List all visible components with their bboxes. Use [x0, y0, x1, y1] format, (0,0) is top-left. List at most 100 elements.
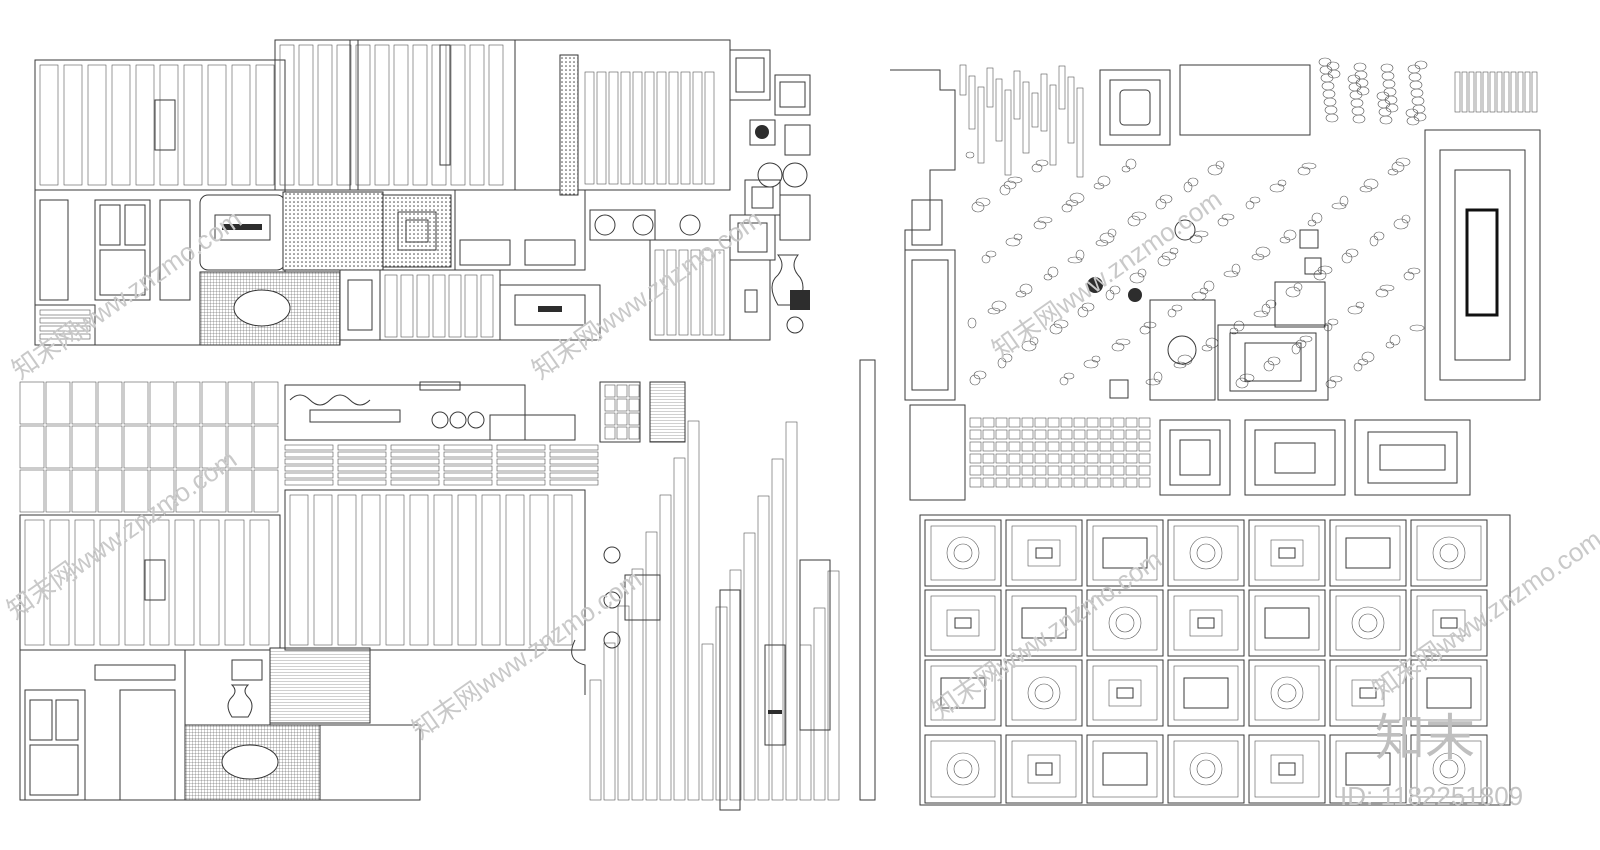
paving-pattern-tile — [1086, 519, 1164, 587]
paving-stone — [1145, 378, 1161, 386]
paving-strip — [63, 64, 83, 186]
paving-pattern-tile-border — [1173, 740, 1239, 798]
ornament-band — [496, 451, 546, 458]
paving-pattern-tile — [1005, 659, 1083, 727]
paving-stone — [1021, 340, 1037, 352]
medallion-motif — [1432, 752, 1466, 786]
paving-brick — [1112, 441, 1125, 452]
paving-strip — [279, 44, 295, 186]
paving-strip — [469, 44, 485, 186]
ornament-band — [337, 472, 387, 479]
paving-pattern-tile-border — [930, 525, 996, 581]
paving-pattern-tile-border — [1173, 595, 1239, 651]
paving-tile — [253, 469, 279, 513]
stone-bar — [1076, 87, 1084, 178]
stone-bar — [1004, 89, 1012, 176]
ornament-band — [496, 479, 546, 486]
paving-brick — [1047, 453, 1060, 464]
paving-brick — [969, 417, 982, 428]
paving-strip — [409, 494, 429, 646]
ornament-band — [443, 472, 493, 479]
paving-brick — [1073, 477, 1086, 488]
stone-bar — [1531, 71, 1538, 113]
paving-stone — [1369, 235, 1379, 247]
paving-brick — [1021, 429, 1034, 440]
paving-stone — [1401, 214, 1411, 224]
ornament-band — [284, 451, 334, 458]
paving-stone — [1317, 265, 1333, 275]
paving-tile — [97, 469, 123, 513]
paving-strip — [631, 568, 644, 801]
paving-stone — [1207, 164, 1223, 176]
paving-stone — [1361, 351, 1375, 363]
paving-stone — [1385, 103, 1399, 113]
paving-pattern-tile — [1248, 659, 1326, 727]
stone-bar — [1503, 71, 1510, 113]
medallion-motif — [1439, 543, 1459, 563]
paving-strip — [412, 44, 428, 186]
paving-stone — [1111, 342, 1125, 352]
stone-bar — [968, 75, 976, 130]
paving-stone — [1375, 288, 1389, 298]
paving-brick — [1138, 465, 1151, 476]
paving-strip — [654, 249, 665, 336]
paving-strip — [249, 519, 270, 646]
paving-stone — [1277, 179, 1287, 187]
paving-stone — [1406, 116, 1420, 126]
paving-strip — [313, 494, 333, 646]
paving-strip — [704, 71, 715, 185]
paving-stone — [1381, 71, 1395, 81]
paving-strip — [729, 569, 742, 801]
paving-stone — [1407, 64, 1421, 74]
paving-stone — [1069, 192, 1085, 204]
paving-stone — [1353, 62, 1367, 72]
paving-stone — [1395, 157, 1411, 167]
paving-brick — [982, 453, 995, 464]
medallion-motif — [953, 543, 973, 563]
paving-strip — [39, 333, 91, 340]
paving-brick — [1073, 453, 1086, 464]
paving-stone — [1047, 266, 1059, 278]
square-motif — [1278, 547, 1296, 559]
paving-brick — [1086, 429, 1099, 440]
square-motif — [1440, 617, 1458, 629]
paving-stone — [1007, 176, 1023, 184]
paving-pattern-tile-border — [1416, 740, 1482, 798]
medallion-motif — [1439, 759, 1459, 779]
paving-stone — [1269, 183, 1285, 193]
paving-brick — [1086, 441, 1099, 452]
paving-pattern-tile — [1329, 589, 1407, 657]
paving-brick — [1125, 417, 1138, 428]
paving-strip — [690, 249, 701, 336]
paving-stone — [1378, 107, 1392, 117]
paving-brick — [1008, 477, 1021, 488]
paving-stone — [999, 184, 1011, 196]
paving-stone — [1193, 230, 1209, 238]
paving-brick — [995, 477, 1008, 488]
paving-brick — [969, 441, 982, 452]
paving-strip — [199, 519, 220, 646]
paving-brick — [1047, 441, 1060, 452]
paving-tile — [628, 426, 640, 440]
paving-pattern-tile — [924, 589, 1002, 657]
paving-strip — [692, 71, 703, 185]
paving-stone — [1409, 80, 1423, 90]
paving-strip — [813, 607, 826, 801]
paving-brick — [1060, 441, 1073, 452]
paving-brick — [1021, 441, 1034, 452]
ornament-band — [284, 479, 334, 486]
paving-tile — [175, 425, 201, 469]
paving-strip — [659, 494, 672, 801]
paving-stone — [1245, 200, 1255, 210]
ornament-band — [337, 465, 387, 472]
paving-brick — [1112, 465, 1125, 476]
medallion-motif — [1115, 613, 1135, 633]
paving-stone — [1405, 108, 1419, 118]
paving-pattern-tile-border — [930, 665, 996, 721]
paving-stone — [1003, 180, 1017, 190]
paving-pattern-tile — [1410, 659, 1488, 727]
paving-tile — [97, 425, 123, 469]
paving-strip — [400, 274, 414, 338]
paving-stone — [1410, 88, 1424, 98]
stone-bar — [977, 86, 985, 164]
